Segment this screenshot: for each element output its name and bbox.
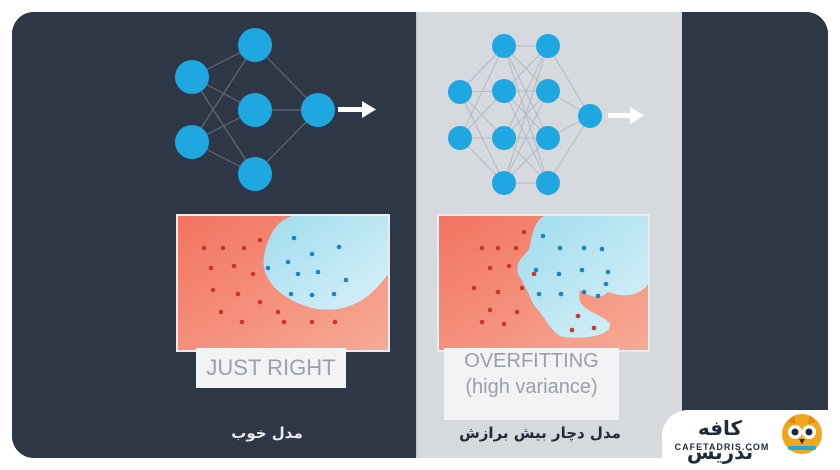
illustration-card xyxy=(12,12,828,458)
overfit-model-caption: مدل دچار بیش برازش xyxy=(459,424,621,442)
good-model-caption: مدل خوب xyxy=(231,424,303,442)
logo-url: CAFETADRIS.COM xyxy=(674,442,770,452)
overfitting-label-line2: (high variance) xyxy=(465,376,598,398)
output-arrow-icon xyxy=(338,101,376,118)
overfitting-label-line1: OVERFITTING xyxy=(464,350,599,372)
overfitting-label: OVERFITTING (high variance) xyxy=(444,348,619,420)
far-right-panel xyxy=(682,12,828,458)
complex-network-nodes xyxy=(448,34,602,195)
output-arrow-icon-2 xyxy=(608,107,644,124)
diagram-art xyxy=(175,28,650,352)
site-logo[interactable]: کافه تدریس CAFETADRIS.COM xyxy=(662,410,830,464)
overfit-decision-plot xyxy=(437,214,650,352)
logo-text: کافه تدریس xyxy=(686,416,754,464)
just-right-label: JUST RIGHT xyxy=(196,348,346,388)
complex-network xyxy=(459,45,591,184)
smooth-decision-plot xyxy=(176,214,390,352)
panel-divider xyxy=(416,12,418,458)
owl-icon xyxy=(782,414,822,454)
simple-network-nodes xyxy=(175,28,335,191)
